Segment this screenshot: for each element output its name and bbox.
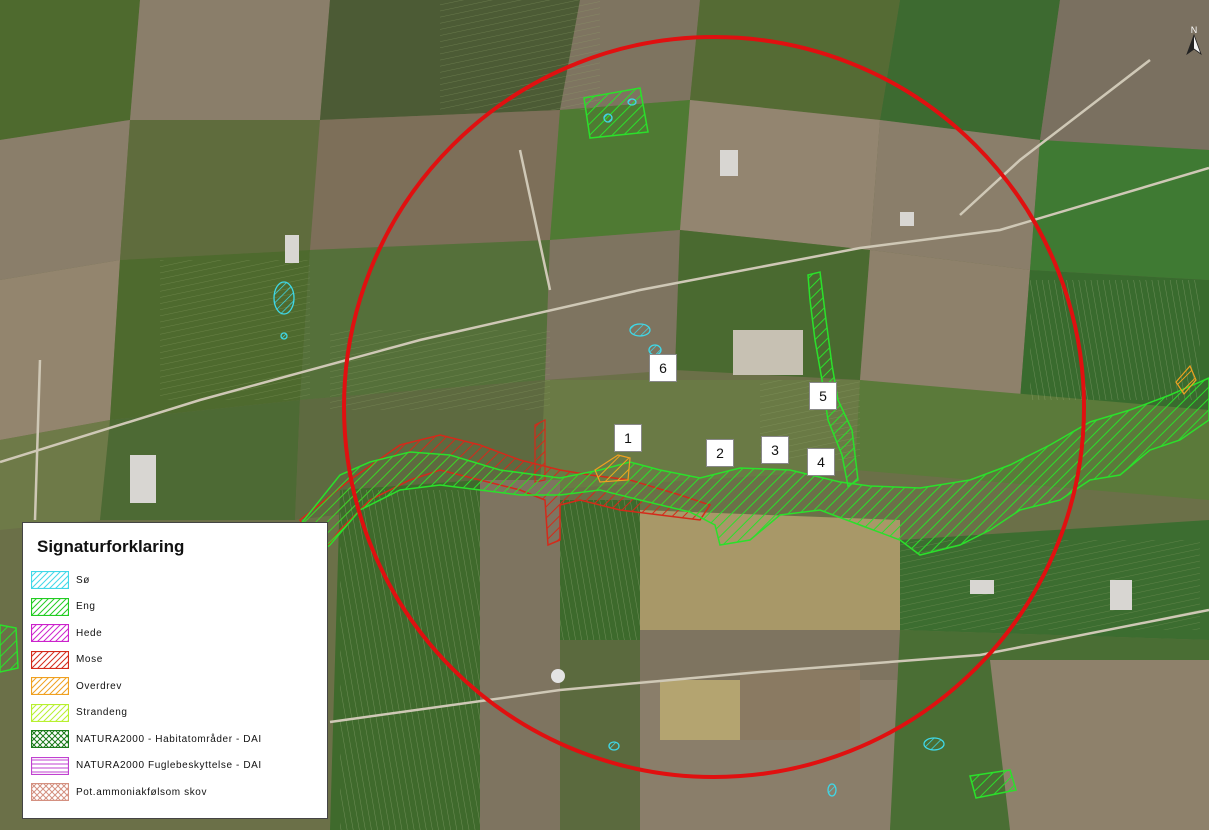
- legend-item: Hede: [31, 624, 102, 642]
- legend-item-label: NATURA2000 Fuglebeskyttelse - DAI: [76, 760, 262, 771]
- legend-item: Strandeng: [31, 703, 128, 722]
- legend-item: Sø: [31, 571, 90, 589]
- eng-area-north-branch: [807, 271, 859, 488]
- legend-swatch: [31, 571, 69, 589]
- farm-buildings: [130, 150, 1132, 683]
- legend-item: Mose: [31, 650, 103, 669]
- legend-swatch: [31, 756, 69, 775]
- legend-item: Overdrev: [31, 677, 122, 695]
- legend-swatch: [31, 650, 69, 669]
- mose-strip: [534, 419, 546, 483]
- site-marker-6[interactable]: 6: [649, 354, 677, 382]
- legend-item: Eng: [31, 597, 96, 616]
- legend-item-label: Pot.ammoniakfølsom skov: [76, 786, 208, 798]
- legend-item-label: NATURA2000 - Habitatområder - DAI: [76, 733, 262, 745]
- marker-label: 5: [819, 388, 827, 404]
- marker-label: 3: [771, 442, 779, 458]
- legend-item-label: Strandeng: [76, 707, 128, 718]
- site-marker-2[interactable]: 2: [706, 439, 734, 467]
- legend-item: Pot.ammoniakfølsom skov: [31, 783, 207, 801]
- marker-label: 4: [817, 454, 825, 470]
- legend-swatch: [31, 730, 69, 748]
- legend-item-label: Eng: [76, 601, 96, 612]
- north-arrow-label: N: [1191, 25, 1198, 35]
- site-marker-3[interactable]: 3: [761, 436, 789, 464]
- buffer-circle: [342, 35, 1086, 779]
- eng-area-stream: [299, 377, 1209, 562]
- eng-area-west-edge: [0, 624, 19, 673]
- legend-item-label: Sø: [76, 574, 90, 586]
- overdrev-area-1: [594, 454, 631, 483]
- overdrev-area-east: [1175, 364, 1197, 395]
- site-marker-1[interactable]: 1: [614, 424, 642, 452]
- legend-swatch: [31, 677, 69, 695]
- legend-item-label: Hede: [76, 627, 103, 639]
- marker-label: 2: [716, 445, 724, 461]
- eng-area-southeast: [969, 769, 1017, 799]
- so-areas: [273, 98, 945, 797]
- legend-item: NATURA2000 - Habitatområder - DAI: [31, 730, 262, 748]
- roads: [0, 59, 1209, 724]
- legend-swatch: [31, 597, 69, 616]
- legend-swatch: [31, 703, 69, 722]
- legend-swatch: [31, 783, 69, 801]
- legend-swatch: [31, 624, 69, 642]
- north-arrow-icon: N: [1186, 25, 1202, 56]
- site-marker-5[interactable]: 5: [809, 382, 837, 410]
- legend-item-label: Overdrev: [76, 680, 122, 692]
- legend-item: NATURA2000 Fuglebeskyttelse - DAI: [31, 756, 262, 775]
- marker-label: 6: [659, 360, 667, 376]
- marker-label: 1: [624, 430, 632, 446]
- legend-title: Signaturforklaring: [37, 537, 185, 556]
- legend-item-label: Mose: [76, 654, 103, 665]
- site-marker-4[interactable]: 4: [807, 448, 835, 476]
